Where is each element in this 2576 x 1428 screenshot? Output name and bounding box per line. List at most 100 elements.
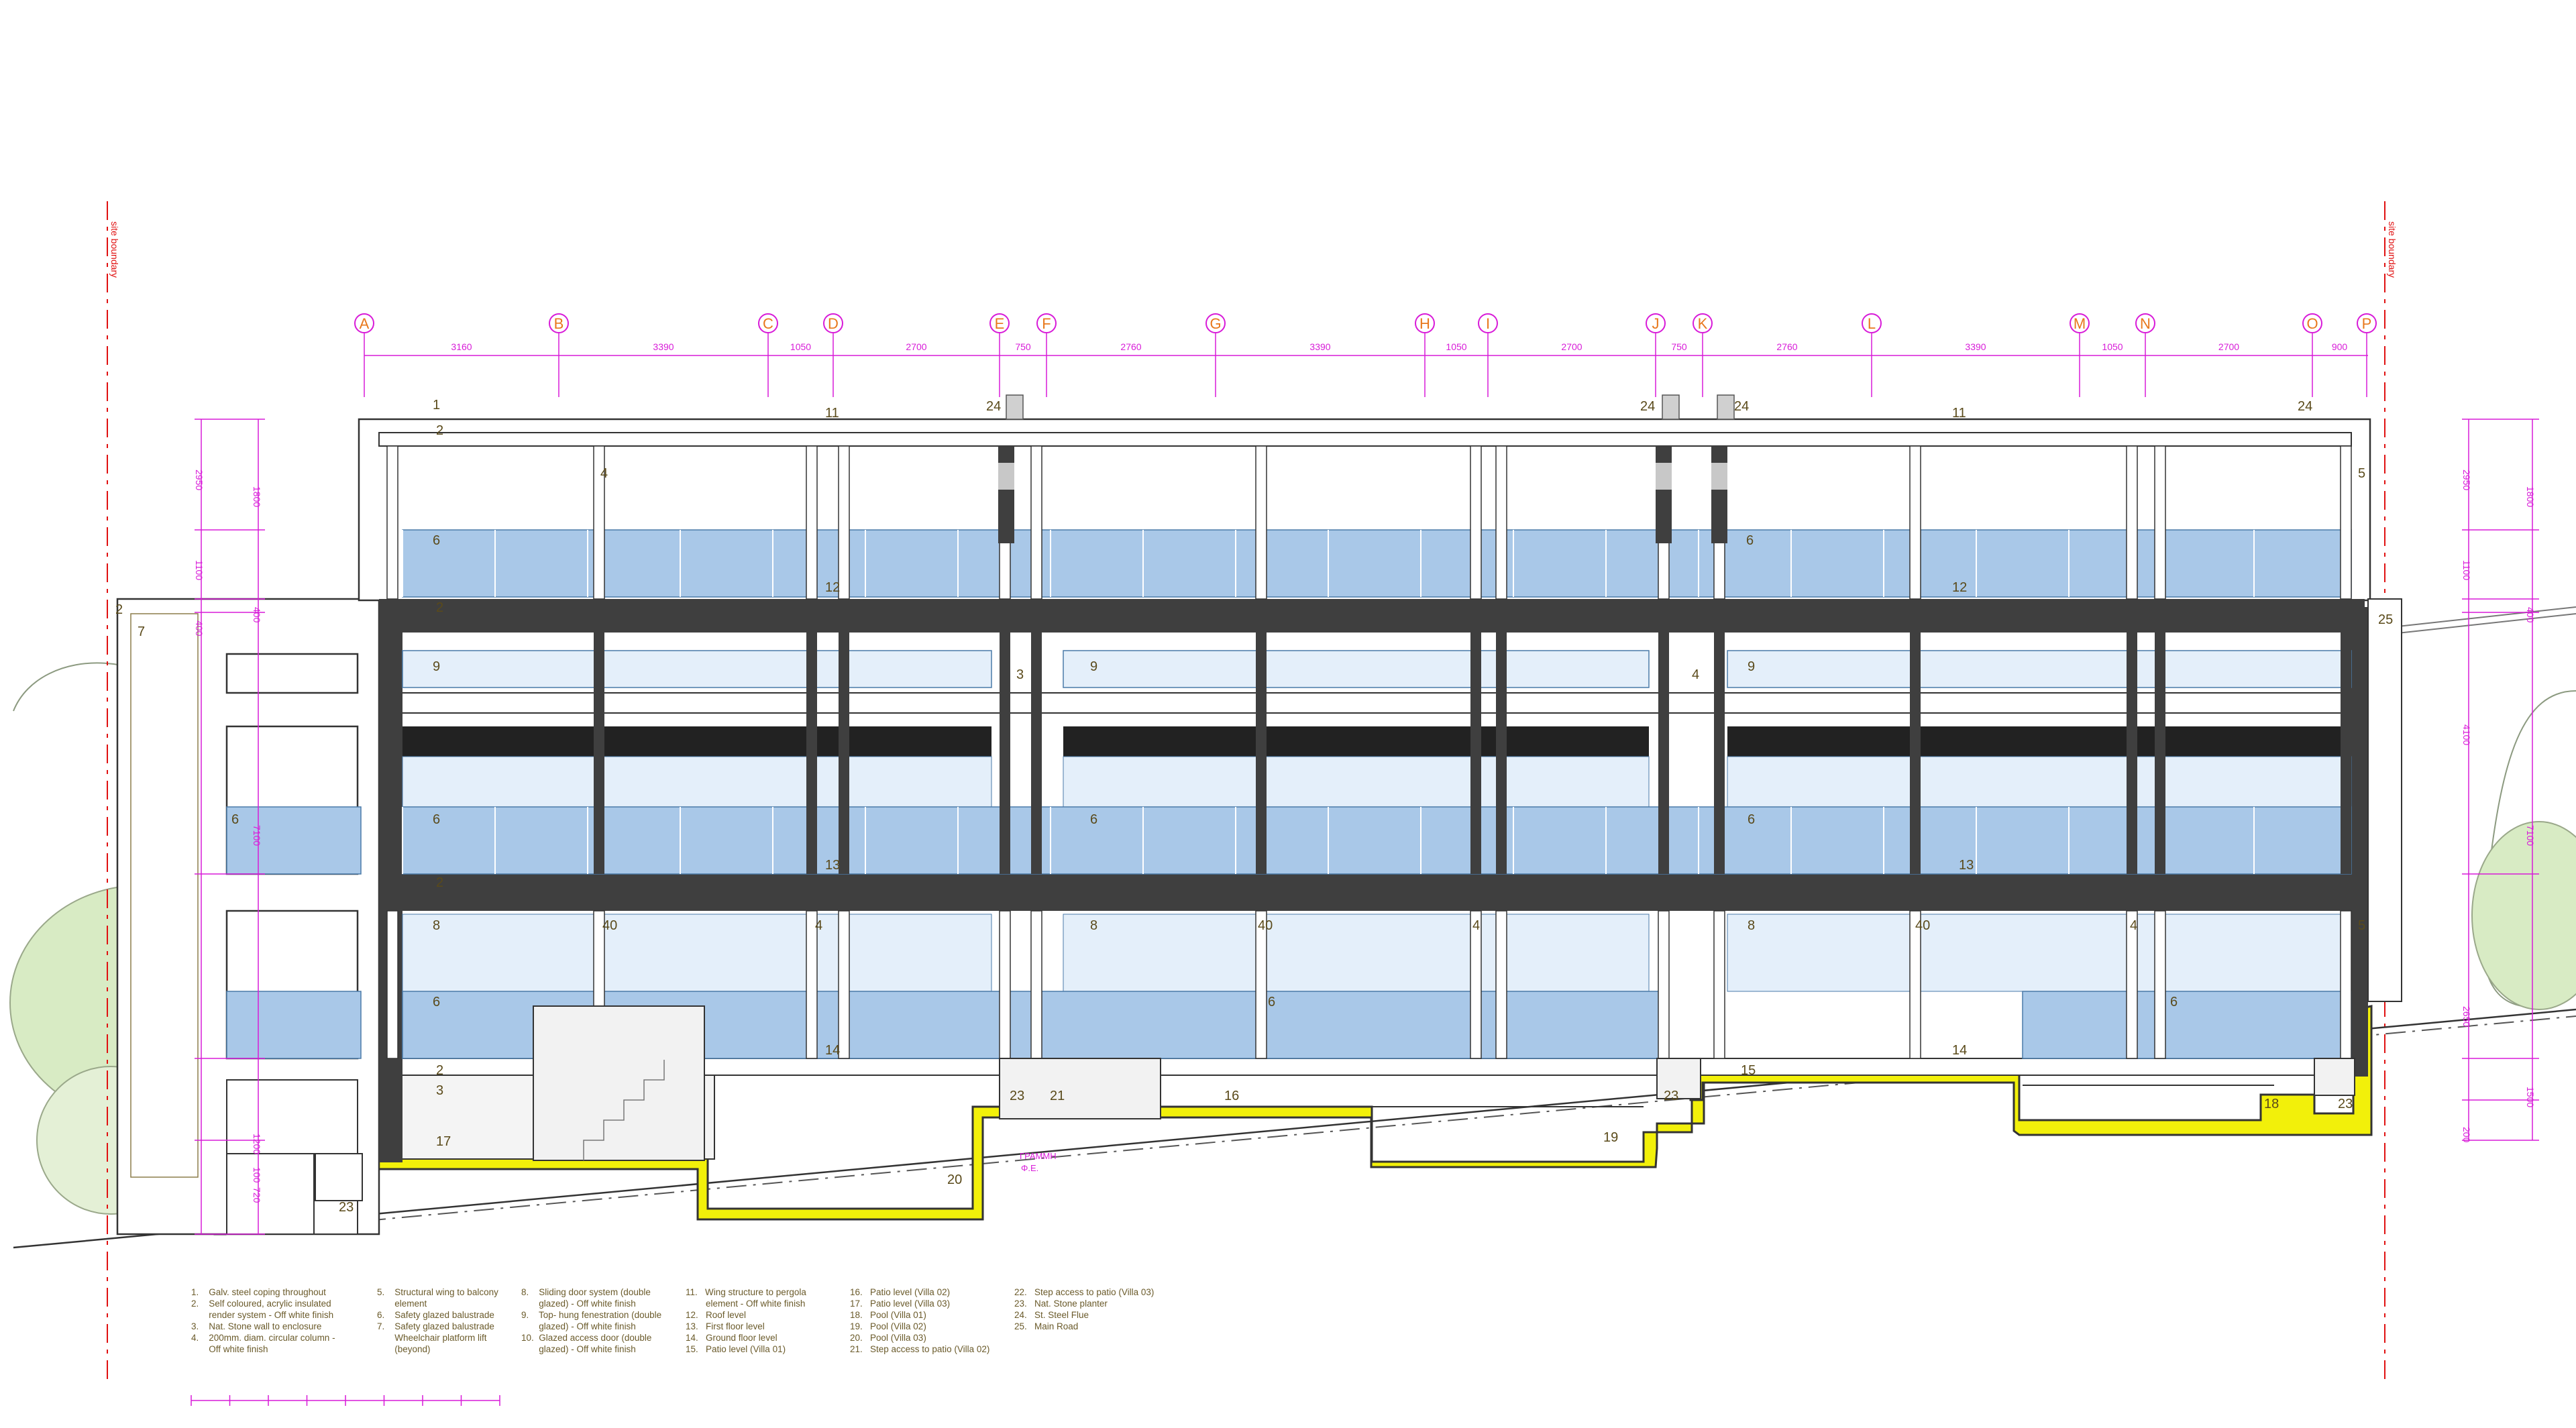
ground-sliding-door bbox=[402, 914, 992, 992]
roof-slab bbox=[378, 432, 2352, 447]
grid-bubble bbox=[2302, 313, 2322, 333]
vdim-left-value: 1800 bbox=[252, 486, 262, 507]
vdim-right-value: 1100 bbox=[2461, 560, 2472, 580]
lift-tower bbox=[116, 598, 380, 1235]
column bbox=[2155, 633, 2165, 874]
tree-right-canopy bbox=[2471, 821, 2576, 1010]
column bbox=[1030, 445, 1042, 600]
grid-bubble bbox=[1646, 313, 1666, 333]
stone-elements bbox=[315, 598, 2402, 1201]
grid-bubble bbox=[1478, 313, 1498, 333]
stone-planter-left bbox=[315, 1153, 363, 1201]
column bbox=[806, 445, 818, 600]
ground-sliding-door bbox=[1063, 914, 1650, 992]
callout-6: 6 bbox=[1746, 533, 1754, 548]
callout-15: 15 bbox=[1741, 1063, 1756, 1078]
callout-4: 4 bbox=[2130, 918, 2137, 933]
lift-balustrade-mid bbox=[226, 806, 362, 875]
grid-dimension-value: 3160 bbox=[451, 341, 472, 352]
grid-bubble bbox=[823, 313, 843, 333]
flue-chase-panel bbox=[1711, 463, 1727, 490]
grid-bubble bbox=[549, 313, 569, 333]
column bbox=[1658, 910, 1670, 1059]
grid-label-b: B bbox=[554, 315, 564, 332]
column bbox=[838, 910, 850, 1059]
grid-dimension-value: 2760 bbox=[1120, 341, 1141, 352]
lift-balustrade-low bbox=[226, 991, 362, 1059]
column bbox=[1470, 633, 1481, 874]
column bbox=[1714, 633, 1725, 874]
vdim-left-value: 100 bbox=[252, 1167, 262, 1183]
grid-dimension-value: 2760 bbox=[1776, 341, 1797, 352]
stone-wall-right bbox=[2367, 598, 2402, 1002]
vdim-left-value: 400 bbox=[252, 607, 262, 623]
callout-20: 20 bbox=[947, 1172, 962, 1187]
grid-bubble bbox=[1862, 313, 1882, 333]
stone-stair-steps bbox=[583, 1060, 665, 1160]
callout-6: 6 bbox=[2170, 995, 2178, 1009]
callout-9: 9 bbox=[1090, 659, 1097, 674]
vdim-right-value: 2650 bbox=[2461, 1006, 2472, 1027]
sliding-door-glass bbox=[402, 756, 992, 808]
callout-8: 8 bbox=[433, 918, 440, 933]
trees-right bbox=[2471, 690, 2576, 1010]
grid-dimension-value: 2700 bbox=[906, 341, 926, 352]
building-frame bbox=[358, 418, 2371, 1162]
callout-2: 2 bbox=[115, 602, 123, 617]
pool-level-label-line-1: ΓΡΑΜΜΗ bbox=[1020, 1151, 1057, 1161]
vdim-left-value: 7100 bbox=[252, 825, 262, 846]
callout-4: 4 bbox=[600, 466, 608, 481]
callout-12: 12 bbox=[825, 580, 840, 595]
callout-6: 6 bbox=[1268, 995, 1275, 1009]
column bbox=[1030, 910, 1042, 1059]
column bbox=[2127, 633, 2137, 874]
callout-16: 16 bbox=[1224, 1089, 1239, 1103]
vdim-right-value: 1500 bbox=[2525, 1087, 2536, 1107]
grid-dimension-value: 750 bbox=[1015, 341, 1031, 352]
column bbox=[806, 910, 818, 1059]
roof-balustrade bbox=[402, 529, 2352, 598]
callout-14: 14 bbox=[1952, 1043, 1967, 1058]
column bbox=[999, 910, 1011, 1059]
grid-bubble bbox=[1693, 313, 1713, 333]
callout-19: 19 bbox=[1603, 1130, 1618, 1145]
callout-6: 6 bbox=[1090, 812, 1097, 827]
callout-3: 3 bbox=[1016, 667, 1024, 682]
legend: 1. Galv. steel coping throughout 2. Self… bbox=[191, 1286, 1197, 1367]
grid-label-e: E bbox=[995, 315, 1005, 332]
legend-column: 11. Wing structure to pergola element - … bbox=[686, 1287, 806, 1354]
callout-23: 23 bbox=[1010, 1089, 1024, 1103]
top-hung-window bbox=[1063, 650, 1650, 688]
column bbox=[2126, 445, 2138, 600]
flue-chase-panel bbox=[1656, 463, 1672, 490]
grid-label-n: N bbox=[2140, 315, 2151, 332]
grid-dimension-value: 3390 bbox=[653, 341, 674, 352]
callout-9: 9 bbox=[433, 659, 440, 674]
column bbox=[2340, 445, 2352, 600]
callout-40: 40 bbox=[602, 918, 617, 933]
vdim-left-value: 2950 bbox=[194, 470, 205, 490]
callout-6: 6 bbox=[231, 812, 239, 827]
callout-23: 23 bbox=[339, 1200, 354, 1215]
legend-column: 8. Sliding door system (double glazed) -… bbox=[521, 1287, 662, 1354]
grid-label-j: J bbox=[1652, 315, 1660, 332]
callout-9: 9 bbox=[1748, 659, 1755, 674]
vdim-right-value: 200 bbox=[2461, 1127, 2472, 1143]
column bbox=[386, 445, 398, 600]
grid-bubble bbox=[2357, 313, 2377, 333]
callout-14: 14 bbox=[825, 1043, 840, 1058]
grid-bubble bbox=[2070, 313, 2090, 333]
road-line-bottom bbox=[2391, 613, 2576, 635]
flue-chase bbox=[998, 446, 1014, 543]
lift-window-top bbox=[225, 653, 359, 694]
grid-label-f: F bbox=[1042, 315, 1051, 332]
grid-dimension-value: 900 bbox=[2332, 341, 2348, 352]
callout-11: 11 bbox=[825, 406, 839, 421]
first-floor-slab bbox=[379, 599, 2365, 612]
scale-bar bbox=[191, 1395, 500, 1406]
grid-bubble bbox=[758, 313, 778, 333]
vdim-left-value: 720 bbox=[252, 1187, 262, 1203]
flue-chase-panel bbox=[998, 463, 1014, 490]
flue-3 bbox=[1717, 394, 1735, 420]
